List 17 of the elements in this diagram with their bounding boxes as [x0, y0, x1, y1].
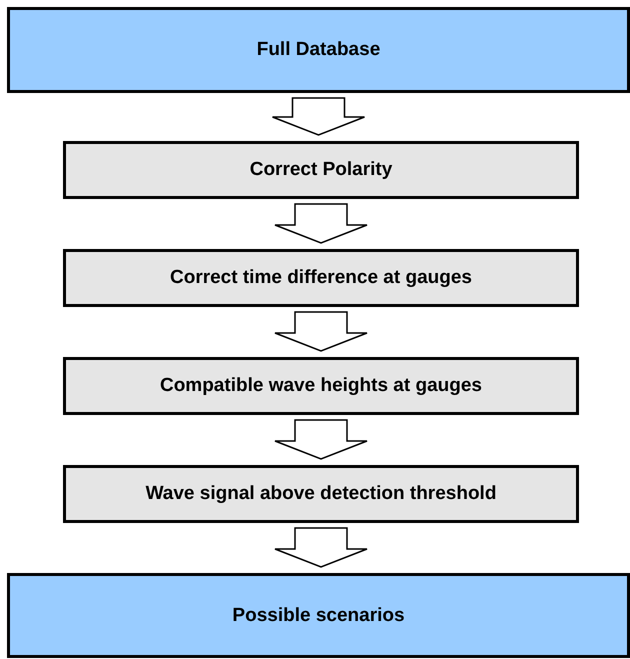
block-arrow [274, 419, 368, 460]
process-box [63, 141, 579, 199]
step-label: Compatible wave heights at gauges [160, 375, 482, 397]
block-arrow [274, 203, 368, 244]
step-label: Possible scenarios [232, 604, 405, 626]
block-arrow [272, 97, 366, 136]
process-box [63, 465, 579, 523]
step-label: Full Database [256, 39, 380, 61]
terminal-box [7, 7, 630, 93]
process-box [63, 249, 579, 307]
terminal-box [7, 573, 630, 658]
block-arrow [274, 311, 368, 352]
process-box [63, 357, 579, 415]
step-label: Correct time difference at gauges [170, 267, 472, 289]
block-arrow [274, 527, 368, 568]
step-label: Correct Polarity [250, 159, 392, 181]
step-label: Wave signal above detection threshold [146, 483, 496, 505]
